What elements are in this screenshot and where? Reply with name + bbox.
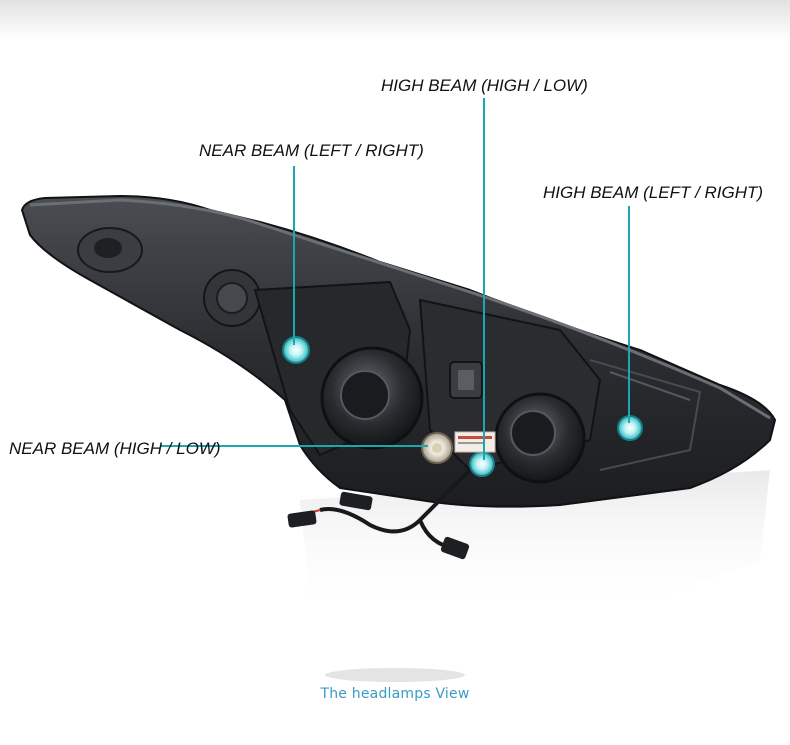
near-beam-left-right-bulb: [282, 336, 310, 364]
label-near-beam-high-low: NEAR BEAM (HIGH / LOW): [9, 439, 221, 458]
label-high-beam-left-right: HIGH BEAM (LEFT / RIGHT): [543, 183, 764, 202]
floor-reflection: [300, 470, 770, 620]
label-high-beam-high-low: HIGH BEAM (HIGH / LOW): [381, 76, 588, 95]
top-shadow: [0, 0, 790, 40]
caption: The headlamps View: [320, 686, 470, 702]
harness-plug-middle: [339, 491, 373, 511]
wiring-harness: [319, 468, 472, 534]
harness-plug-left: [287, 510, 317, 528]
housing-rim: [29, 198, 771, 420]
caption-shadow: [325, 668, 465, 682]
harness-plug-right: [440, 536, 470, 560]
label-near-beam-left-right: NEAR BEAM (LEFT / RIGHT): [199, 141, 424, 160]
high-beam-high-low-bulb: [469, 451, 495, 477]
